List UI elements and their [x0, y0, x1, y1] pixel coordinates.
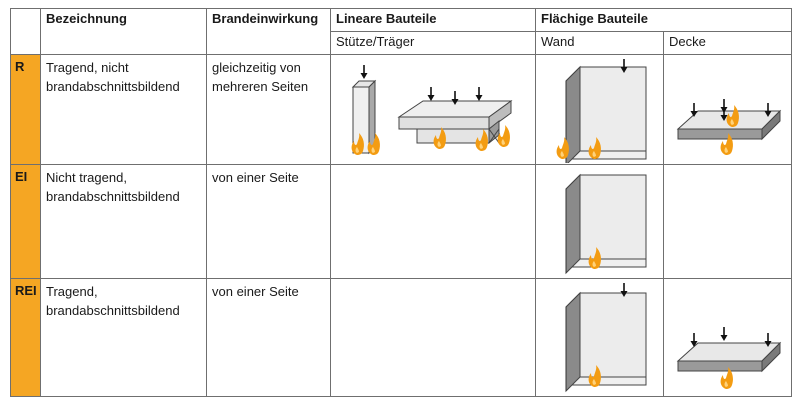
beam-illustration [397, 86, 513, 151]
header-decke: Decke [662, 31, 793, 55]
row-code-r: R [10, 54, 41, 165]
row-rei-linear-empty [330, 278, 536, 397]
header-flaechige-bauteile: Flächige Bauteile [534, 8, 793, 32]
row-rei-bezeichnung: Tragend, brandabschnittsbildend [40, 278, 207, 397]
header-lineare-bauteile: Lineare Bauteile [330, 8, 536, 32]
row-ei-linear-empty [330, 164, 536, 279]
row-code-rei: REI [10, 278, 41, 397]
row-r-decke-figure [662, 54, 793, 165]
row-r-linear-figure [330, 54, 536, 165]
header-bezeichnung: Bezeichnung [40, 8, 207, 55]
classification-table: Bezeichnung Brandeinwirkung Lineare Baut… [10, 8, 793, 397]
corner-cell [10, 8, 41, 55]
row-r-wand-figure [535, 54, 664, 165]
row-ei-bezeichnung: Nicht tragend, brandabschnittsbildend [40, 164, 207, 279]
row-rei-brandeinwirkung: von einer Seite [206, 278, 331, 397]
header-brandeinwirkung: Brandeinwirkung [206, 8, 331, 55]
row-r-brandeinwirkung: gleichzeitig von mehreren Seiten [206, 54, 331, 165]
column-illustration [351, 64, 380, 155]
row-ei-wand-figure [535, 164, 664, 279]
header-stuetze-traeger: Stütze/Träger [330, 31, 536, 55]
row-rei-wand-figure [535, 278, 664, 397]
row-rei-decke-figure [662, 278, 793, 397]
row-r-bezeichnung: Tragend, nicht brandabschnittsbildend [40, 54, 207, 165]
row-ei-decke-empty [662, 164, 793, 279]
row-ei-brandeinwirkung: von einer Seite [206, 164, 331, 279]
header-wand: Wand [535, 31, 664, 55]
row-code-ei: EI [10, 164, 41, 279]
